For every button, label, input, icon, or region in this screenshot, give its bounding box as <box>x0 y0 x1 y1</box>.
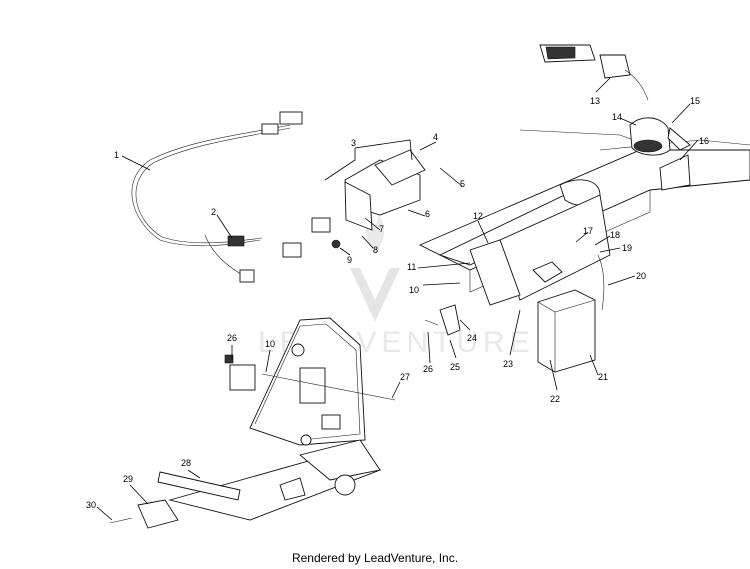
callout-20: 20 <box>636 271 646 281</box>
callout-15: 15 <box>690 96 700 106</box>
callout-22: 22 <box>550 394 560 404</box>
callout-13: 13 <box>590 96 600 106</box>
callout-26-left: 26 <box>227 333 237 343</box>
callout-3: 3 <box>351 138 356 148</box>
footer-credit: Rendered by LeadVenture, Inc. <box>291 551 459 565</box>
callout-27: 27 <box>400 372 410 382</box>
frame-rails <box>418 129 750 301</box>
callout-21: 21 <box>598 372 608 382</box>
relay <box>224 354 256 391</box>
wire-harness <box>131 111 303 283</box>
battery-bracket <box>424 239 521 336</box>
screw-30 <box>109 517 133 524</box>
watermark-logo-icon <box>350 268 400 322</box>
leader-lines <box>96 77 699 521</box>
reflector-strip <box>157 471 241 501</box>
callout-10: 10 <box>409 285 419 295</box>
callout-4: 4 <box>433 132 438 142</box>
callout-24: 24 <box>467 333 477 343</box>
callout-10-left: 10 <box>265 339 275 349</box>
horn-bracket <box>659 154 691 191</box>
callout-6: 6 <box>425 209 430 219</box>
callout-11: 11 <box>407 262 416 272</box>
callout-1: 1 <box>114 150 119 160</box>
callout-9: 9 <box>347 255 352 265</box>
callout-26: 26 <box>423 364 433 374</box>
callout-29: 29 <box>123 474 133 484</box>
callout-8: 8 <box>373 245 378 255</box>
callout-17: 17 <box>583 226 593 236</box>
battery <box>532 254 605 373</box>
callout-23: 23 <box>503 359 513 369</box>
callout-2: 2 <box>211 207 216 217</box>
callout-12: 12 <box>473 211 483 221</box>
callout-7: 7 <box>379 224 384 234</box>
callout-5: 5 <box>460 179 465 189</box>
callout-14: 14 <box>612 112 622 122</box>
lower-frame <box>168 439 382 521</box>
callout-30: 30 <box>86 500 96 510</box>
callouts: 1 2 3 4 5 6 7 8 9 10 11 12 13 14 15 16 1… <box>86 96 709 510</box>
callout-25: 25 <box>450 362 460 372</box>
mounting-plate <box>249 317 396 446</box>
handlebar-switch <box>539 44 649 101</box>
callout-16: 16 <box>699 136 709 146</box>
callout-18: 18 <box>610 230 620 240</box>
callout-19: 19 <box>622 243 632 253</box>
horn <box>629 117 691 156</box>
callout-28: 28 <box>181 458 191 468</box>
license-plate-bracket <box>137 499 179 529</box>
